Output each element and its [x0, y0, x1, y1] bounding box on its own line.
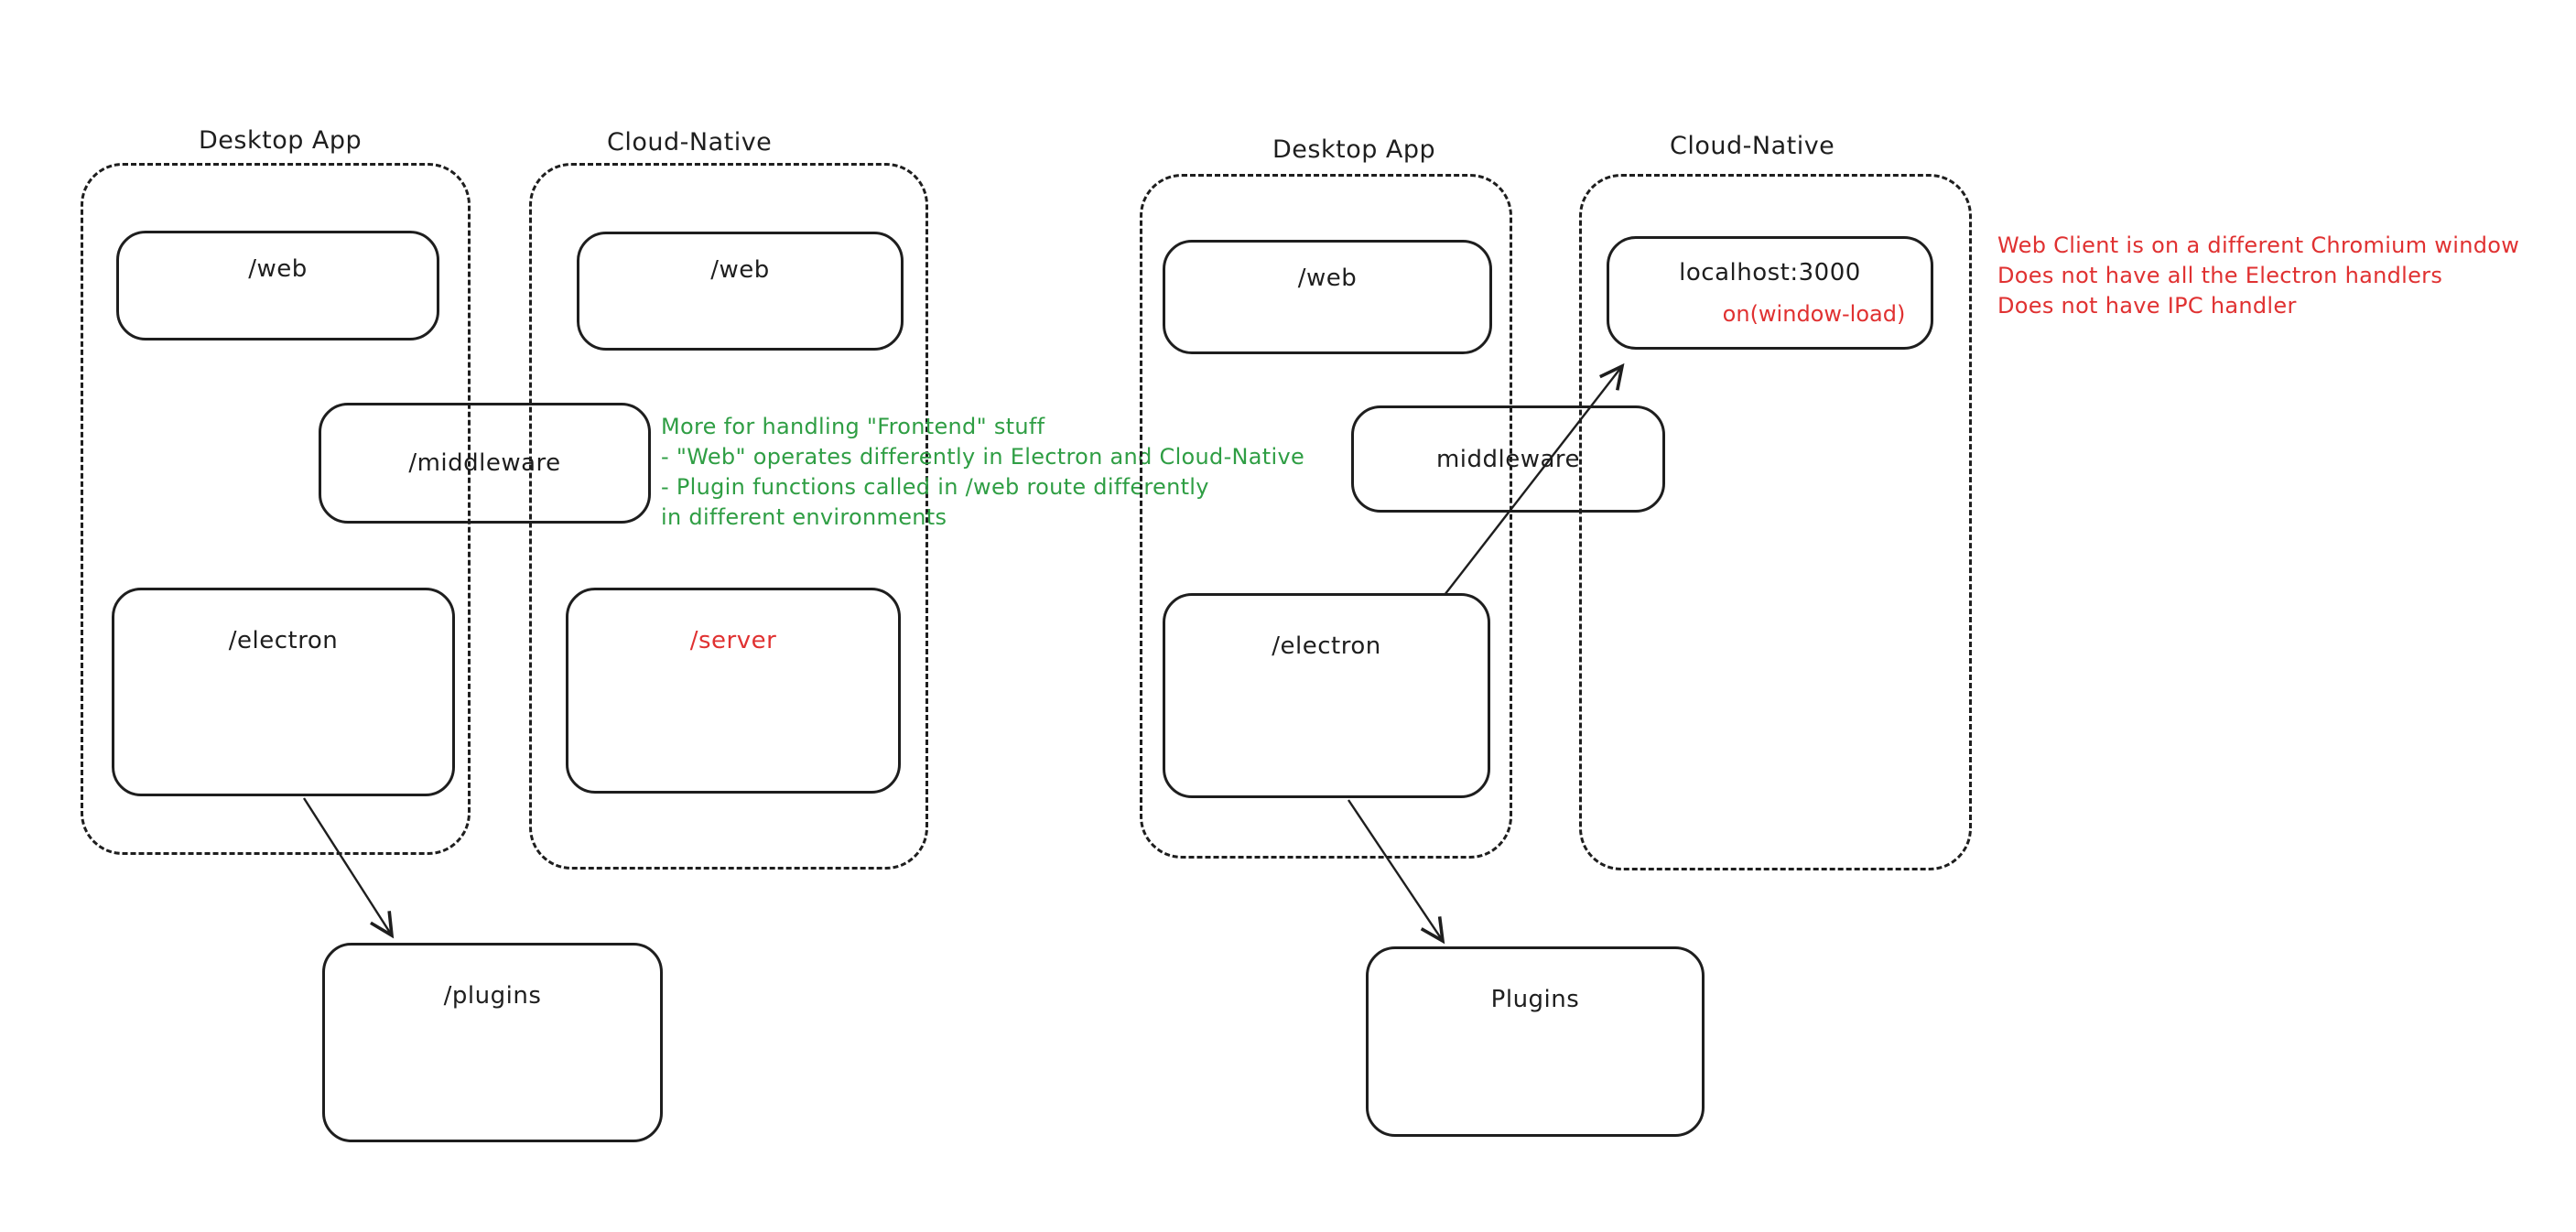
note-line: Does not have IPC handler [1997, 293, 2297, 319]
note-line: in different environments [661, 504, 947, 530]
left-desktop-app-container[interactable] [81, 163, 471, 855]
left-middleware-box[interactable]: /middleware [319, 403, 651, 524]
right-middleware-label: middleware [1435, 445, 1581, 473]
right-localhost-label: localhost:3000 [1679, 259, 1861, 286]
left-server-label: /server [689, 627, 777, 654]
right-desktop-web-label: /web [1297, 265, 1358, 292]
left-cloud-native-container[interactable] [529, 163, 928, 870]
right-cloud-native-title: Cloud-Native [1670, 132, 1835, 160]
note-line: Does not have all the Electron handlers [1997, 263, 2443, 288]
left-electron-label: /electron [228, 627, 339, 654]
right-electron-box[interactable]: /electron [1163, 593, 1490, 798]
left-server-box[interactable]: /server [566, 588, 901, 794]
right-red-note[interactable]: Web Client is on a different Chromium wi… [1997, 231, 2519, 321]
right-plugins-label: Plugins [1490, 986, 1580, 1013]
note-line: - Plugin functions called in /web route … [661, 474, 1209, 500]
note-line: More for handling "Frontend" stuff [661, 414, 1045, 439]
note-line: Web Client is on a different Chromium wi… [1997, 232, 2520, 258]
left-middleware-label: /middleware [408, 449, 561, 477]
left-desktop-app-title: Desktop App [199, 126, 363, 155]
left-plugins-box[interactable]: /plugins [322, 943, 663, 1142]
right-desktop-app-title: Desktop App [1272, 135, 1436, 164]
left-cloud-web-label: /web [710, 256, 770, 284]
left-desktop-web-label: /web [248, 255, 308, 283]
left-cloud-web-box[interactable]: /web [577, 232, 904, 351]
right-localhost-box[interactable]: localhost:3000 on(window-load) [1607, 236, 1933, 350]
left-green-note[interactable]: More for handling "Frontend" stuff - "We… [661, 412, 1304, 533]
right-plugins-box[interactable]: Plugins [1366, 946, 1705, 1137]
left-electron-box[interactable]: /electron [112, 588, 455, 796]
note-line: - "Web" operates differently in Electron… [661, 444, 1305, 470]
left-plugins-label: /plugins [443, 982, 542, 1010]
right-desktop-web-box[interactable]: /web [1163, 240, 1492, 354]
left-cloud-native-title: Cloud-Native [607, 128, 773, 157]
right-electron-label: /electron [1272, 632, 1381, 660]
right-middleware-box[interactable]: middleware [1351, 405, 1665, 513]
right-window-load-label: on(window-load) [1722, 301, 1906, 327]
left-desktop-web-box[interactable]: /web [116, 231, 439, 340]
